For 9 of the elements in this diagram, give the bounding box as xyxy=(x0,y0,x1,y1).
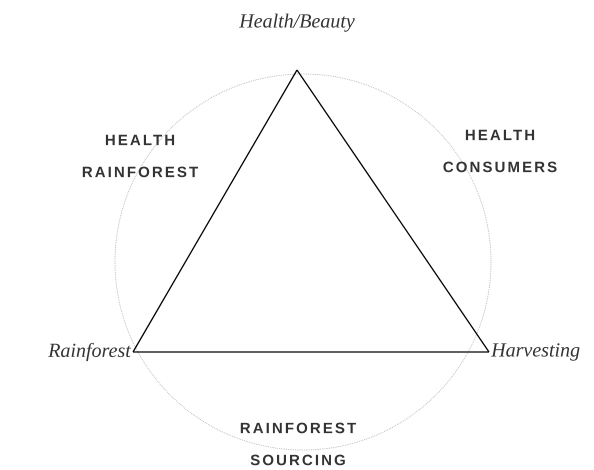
triangle-side xyxy=(132,70,298,352)
vertex-label: Health/Beauty xyxy=(239,14,355,32)
vertex-label: Harvesting xyxy=(490,343,580,361)
region-label: RAINFOREST SOURCING xyxy=(240,422,356,466)
triangle-side xyxy=(133,351,489,353)
vertex-label: Rainforest xyxy=(48,342,132,362)
region-label: HEALTH RAINFOREST xyxy=(82,134,198,178)
triangle-side xyxy=(296,70,490,352)
region-label: HEALTH CONSUMERS xyxy=(443,130,557,172)
